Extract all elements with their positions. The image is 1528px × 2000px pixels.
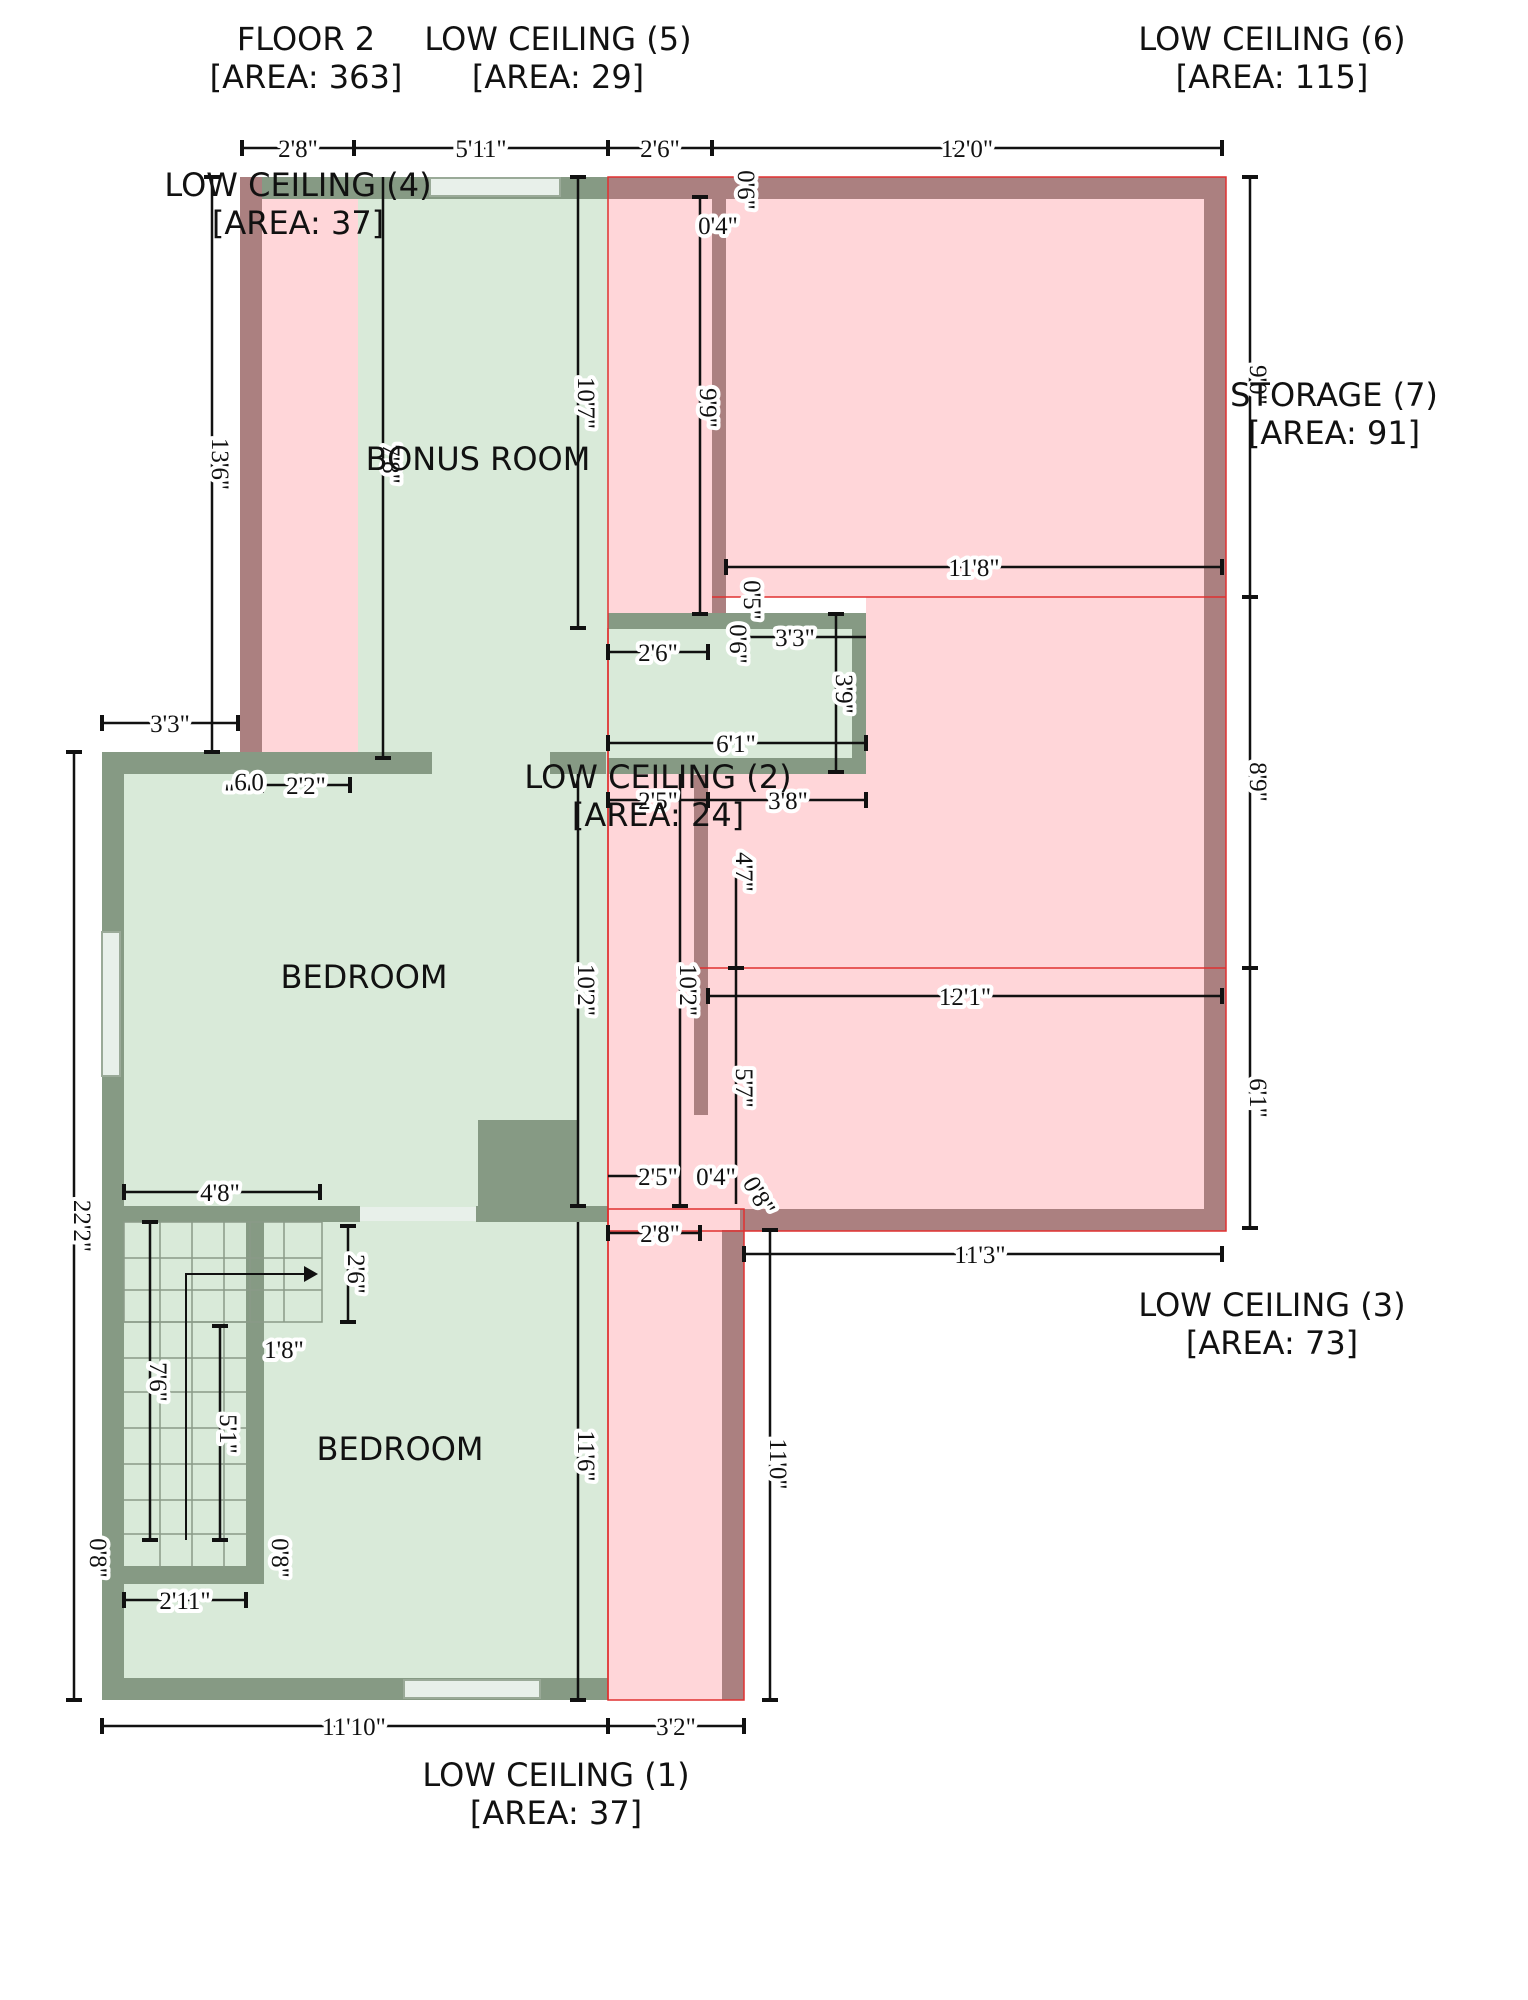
dim-bed2-2-8: 2'8" bbox=[640, 1221, 680, 1248]
dim-lc6-11-8: 11'8" bbox=[948, 555, 999, 582]
storage-title: STORAGE (7) bbox=[1230, 376, 1438, 414]
low-ceiling-4-title: LOW CEILING (4) bbox=[164, 166, 431, 204]
dim-hall-3-3: 3'3" bbox=[775, 625, 815, 652]
dim-hall-0-5: 0'5" bbox=[738, 580, 765, 620]
dim-lc2-2-5b: 2'5" bbox=[638, 1164, 678, 1191]
dim-stair-1-8: 1'8" bbox=[264, 1337, 304, 1364]
dim-bottom-11-10: 11'10" bbox=[322, 1714, 386, 1741]
dim-left-0-8: 0'8" bbox=[84, 1538, 111, 1578]
low-ceiling-2-area bbox=[608, 769, 700, 1209]
dim-bonus-7-8: 7'8" bbox=[377, 444, 404, 484]
window-top bbox=[429, 177, 561, 197]
dim-left-22-2: 22'2" bbox=[68, 1200, 95, 1252]
bedroom-1-label: BEDROOM bbox=[280, 958, 447, 996]
dimension-ticks bbox=[66, 140, 1258, 1734]
windows bbox=[101, 177, 561, 1699]
dim-bonus-10-7: 10'7" bbox=[572, 377, 599, 429]
dim-storage-12-1: 12'1" bbox=[939, 984, 991, 1011]
dim-bed2-11-6: 11'6" bbox=[572, 1430, 599, 1481]
low-ceiling-2-title: LOW CEILING (2) bbox=[524, 758, 791, 796]
dim-left-3-3: 3'3" bbox=[150, 711, 190, 738]
storage-area-label: [AREA: 91] bbox=[1248, 414, 1420, 452]
stair-arrow bbox=[185, 1266, 318, 1540]
low-ceiling-4-area bbox=[262, 177, 358, 761]
dim-stair-2-11: 2'11" bbox=[159, 1588, 210, 1615]
bedroom-2-label: BEDROOM bbox=[316, 1430, 483, 1468]
low-ceiling-4-area-label: [AREA: 37] bbox=[212, 204, 384, 242]
dim-hall-0-6: 0'6" bbox=[724, 624, 751, 664]
dim-top-12-0: 12'0" bbox=[941, 136, 993, 163]
room-labels: FLOOR 2 [AREA: 363] LOW CEILING (5) [ARE… bbox=[164, 20, 1438, 1832]
dim-lc2-0-4: 0'4" bbox=[696, 1164, 736, 1191]
low-ceiling-1-title: LOW CEILING (1) bbox=[422, 1756, 689, 1794]
dim-storage-3-8: 3'8" bbox=[768, 788, 808, 815]
window-left bbox=[101, 931, 121, 1077]
dim-right-6-1: 6'1" bbox=[1244, 1078, 1271, 1118]
dim-lc2-10-2: 10'2" bbox=[674, 964, 701, 1016]
dim-lc5-0-4: 0'4" bbox=[698, 213, 738, 240]
window-bottom bbox=[403, 1679, 541, 1699]
bonus-room-label: BONUS ROOM bbox=[366, 440, 591, 478]
dim-left-13-6: 13'6" bbox=[206, 438, 233, 490]
dim-lc1-11-0: 11'0" bbox=[764, 1438, 791, 1489]
hallway-area bbox=[608, 627, 866, 769]
dim-lc3-11-3: 11'3" bbox=[954, 1242, 1005, 1269]
dim-right-9-0: 9'0" bbox=[1244, 365, 1271, 405]
dim-right-8-9: 8'9" bbox=[1244, 762, 1271, 802]
floor-title: FLOOR 2 bbox=[237, 20, 375, 58]
dim-storage-4-7: 4'7" bbox=[730, 852, 757, 892]
dim-bed-0-9: 0'9" bbox=[224, 768, 264, 795]
dim-lc5-9-9: 9'9" bbox=[694, 388, 721, 428]
low-ceiling-6-area-label: [AREA: 115] bbox=[1176, 58, 1369, 96]
bonus-room-area bbox=[358, 177, 608, 761]
dim-stair-0-8: 0'8" bbox=[266, 1538, 293, 1578]
low-ceiling-2-area-label: [AREA: 24] bbox=[572, 796, 744, 834]
dimension-lines bbox=[72, 146, 1252, 1728]
low-ceiling-1-area-label: [AREA: 37] bbox=[470, 1794, 642, 1832]
low-ceiling-6-title: LOW CEILING (6) bbox=[1138, 20, 1405, 58]
dim-bed-4-8: 4'8" bbox=[200, 1180, 240, 1207]
dim-lc2-2-5: 2'5" bbox=[638, 788, 678, 815]
dim-top-5-11: 5'11" bbox=[455, 136, 506, 163]
low-ceiling-6-area bbox=[712, 177, 1226, 597]
doorway-bedroom2 bbox=[360, 1207, 476, 1221]
dim-stair-5-1: 5'1" bbox=[214, 1414, 241, 1454]
dim-top-2-6: 2'6" bbox=[640, 136, 680, 163]
dim-hall-6-1: 6'1" bbox=[716, 731, 756, 758]
dim-storage-5-7: 5'7" bbox=[730, 1068, 757, 1108]
dim-top-2-8: 2'8" bbox=[278, 136, 318, 163]
low-ceiling-5-area-label: [AREA: 29] bbox=[472, 58, 644, 96]
dimension-labels: 2'8" 5'11" 2'6" 12'0" 13'6" 7'8" 10'7" 9… bbox=[64, 132, 1275, 1745]
dim-bottom-3-2: 3'2" bbox=[656, 1714, 696, 1741]
dim-stair-2-6: 2'6" bbox=[342, 1254, 369, 1294]
doorway-bedroom1 bbox=[432, 754, 550, 772]
storage-area-lower bbox=[700, 769, 1226, 1231]
low-ceiling-3-area-label: [AREA: 73] bbox=[1186, 1324, 1358, 1362]
dim-lc5-0-6: 0'6" bbox=[732, 170, 759, 210]
dim-stair-7-6: 7'6" bbox=[144, 1362, 171, 1402]
low-ceiling-5-title: LOW CEILING (5) bbox=[424, 20, 691, 58]
floor-area: [AREA: 363] bbox=[210, 58, 403, 96]
dim-bed-10-2: 10'2" bbox=[572, 964, 599, 1016]
dim-hall-2-6: 2'6" bbox=[638, 640, 678, 667]
low-ceiling-1-area bbox=[608, 1209, 744, 1700]
low-ceiling-3-title: LOW CEILING (3) bbox=[1138, 1286, 1405, 1324]
low-ceiling-5-area bbox=[608, 177, 712, 628]
dim-hall-3-9: 3'9" bbox=[830, 674, 857, 714]
dim-bed-2-2: 2'2" bbox=[286, 773, 326, 800]
